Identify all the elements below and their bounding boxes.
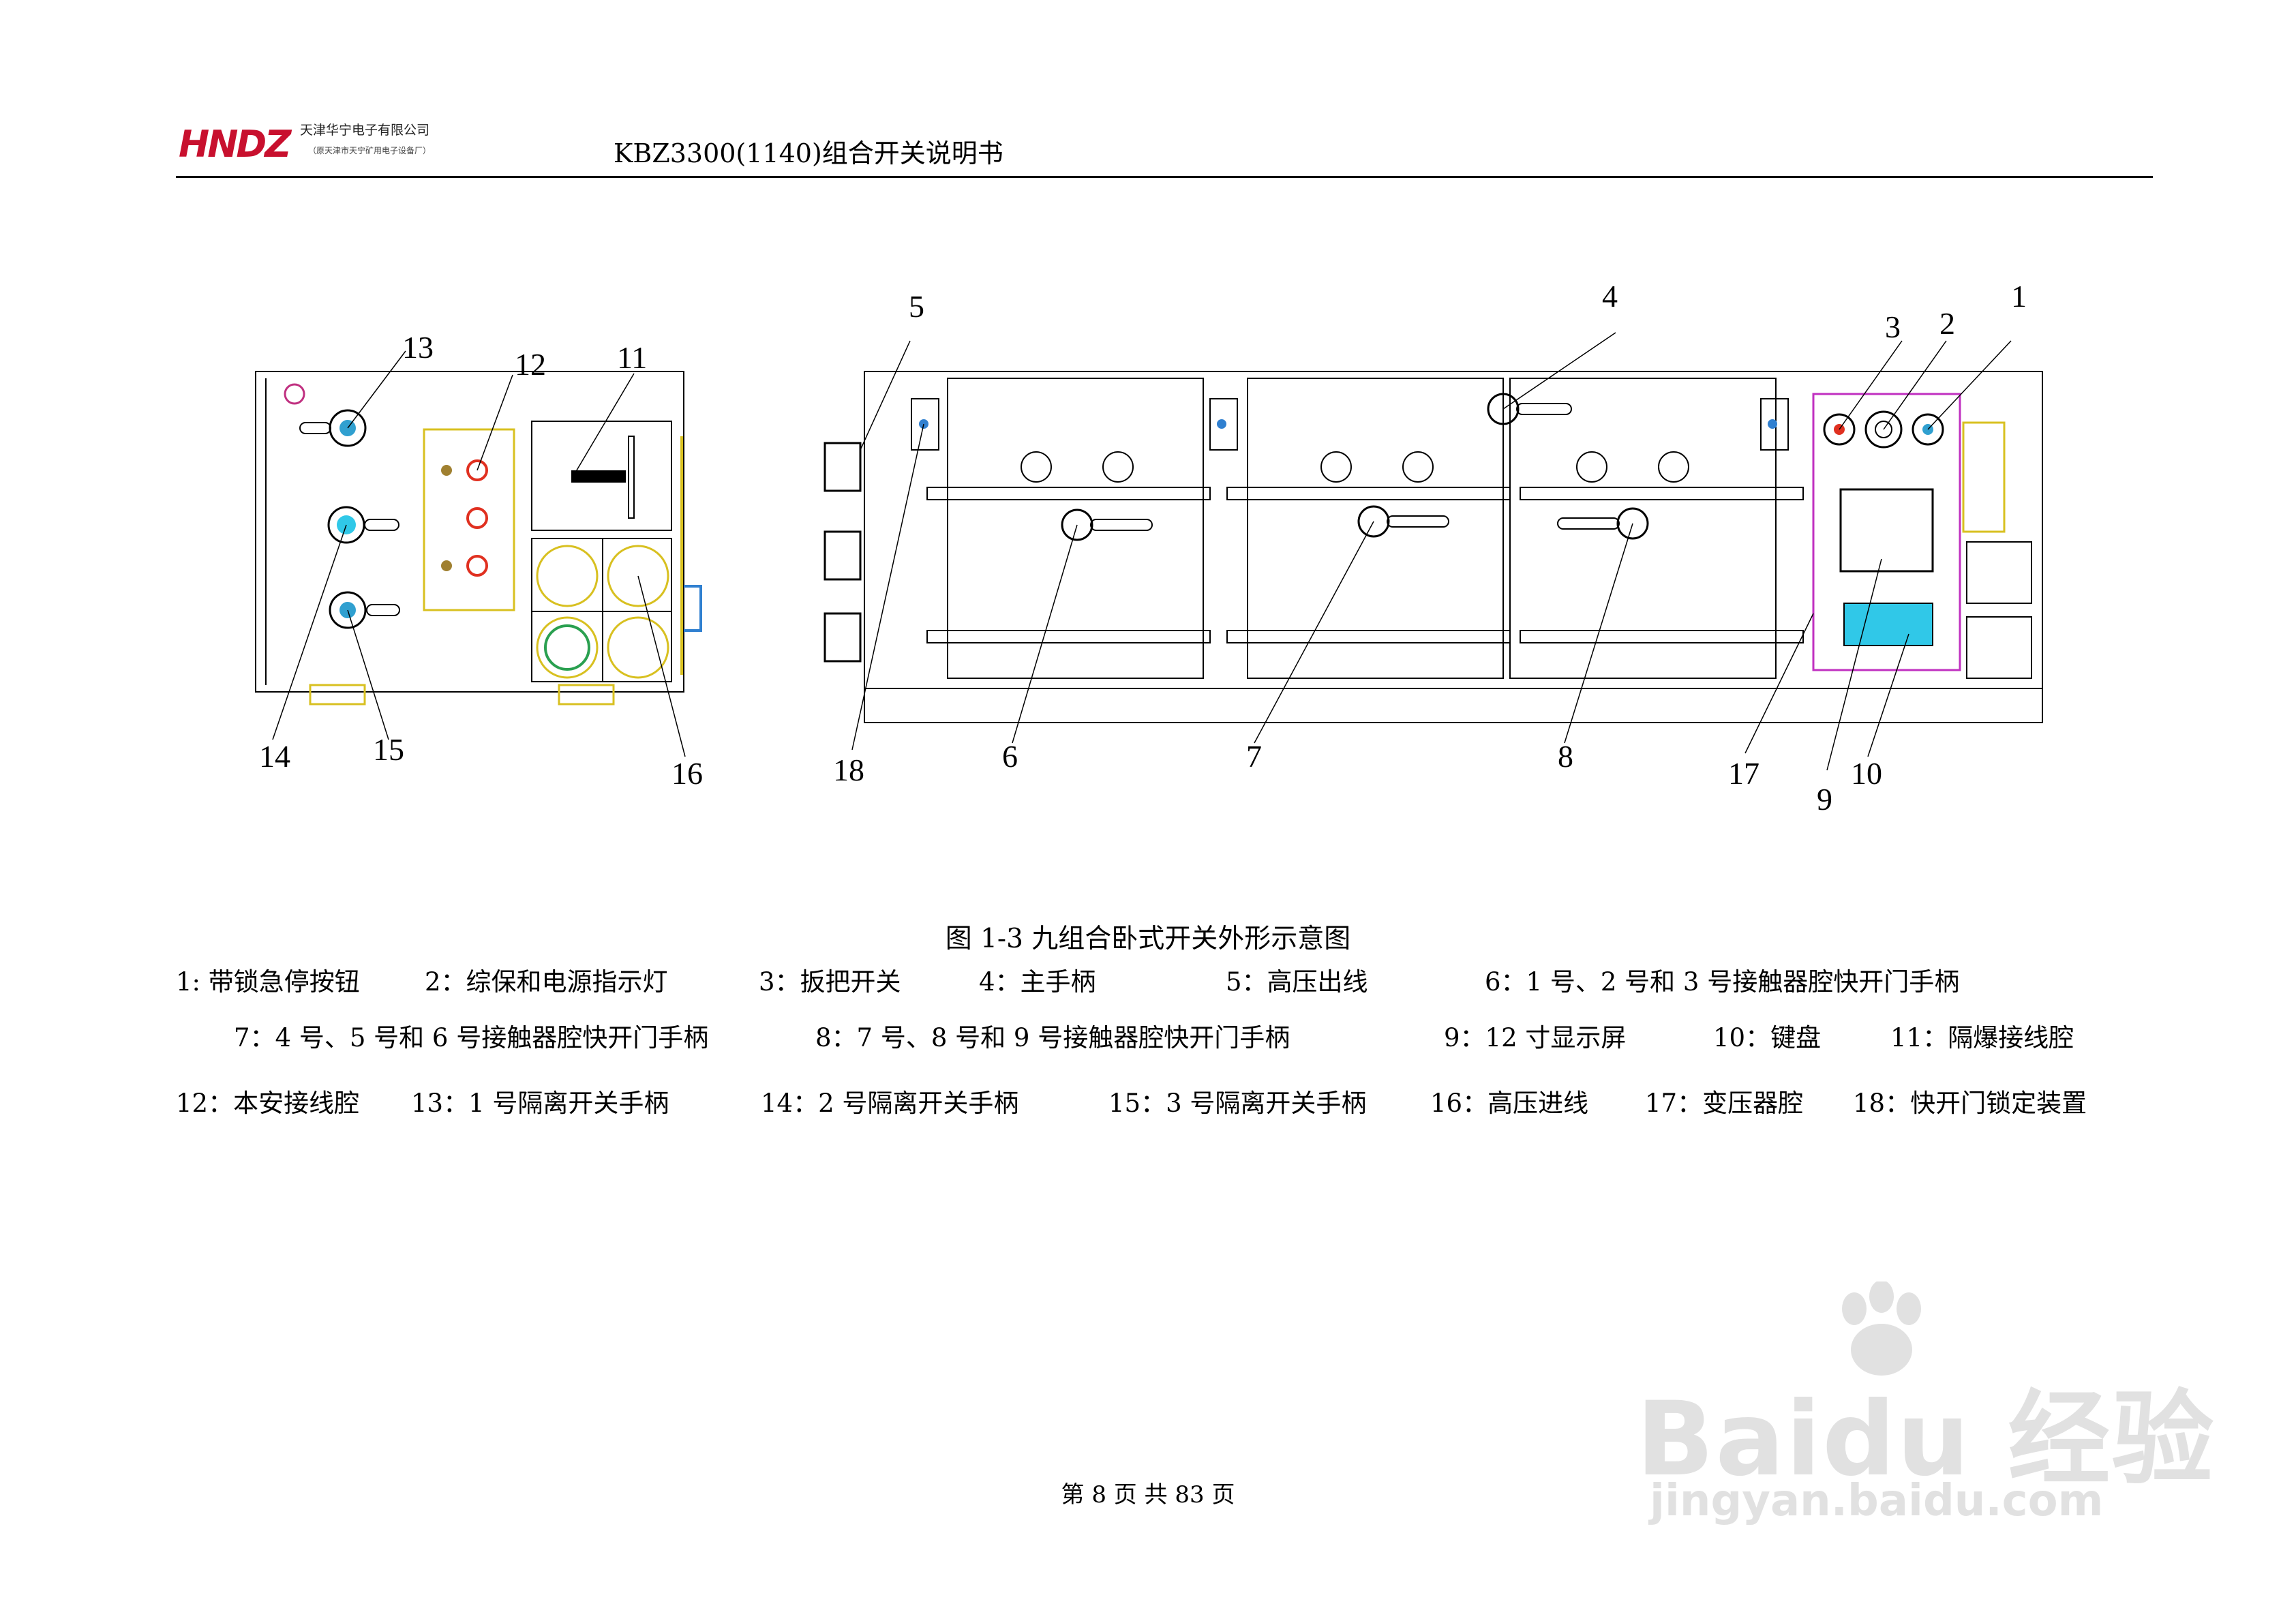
callout-10: 10 [1851, 756, 1882, 791]
control-panel [1812, 393, 1961, 671]
legend-row-1: 1: 带锁急停按钮 2：综保和电源指示灯 3：扳把开关 4：主手柄 5：高压出线… [176, 961, 2153, 997]
display-screen-9 [1839, 488, 1934, 573]
callout-5: 5 [909, 289, 924, 324]
flameproof-cavity [531, 421, 672, 531]
callout-9: 9 [1817, 782, 1832, 817]
logo-mark: HNDZ [179, 123, 291, 166]
callout-11: 11 [617, 340, 647, 375]
document-title: KBZ3300(1140)组合开关说明书 [614, 138, 1003, 168]
fast-door-handle-8 [1557, 507, 1649, 540]
legend-item-9: 9：12 寸显示屏 [1444, 1023, 1627, 1052]
legend-item-15: 15：3 号隔离开关手柄 [1108, 1089, 1367, 1118]
legend-item-3: 3：扳把开关 [759, 967, 901, 997]
legend-item-7: 7：4 号、5 号和 6 号接触器腔快开门手柄 [234, 1023, 709, 1052]
callout-1: 1 [2011, 279, 2027, 314]
intrinsic-safe-cavity [423, 428, 515, 611]
main-handle-4 [1487, 393, 1572, 425]
callout-7: 7 [1246, 739, 1262, 774]
legend-item-5: 5：高压出线 [1226, 967, 1368, 997]
legend-item-14: 14：2 号隔离开关手柄 [761, 1089, 1019, 1118]
legend-item-13: 13：1 号隔离开关手柄 [411, 1089, 669, 1118]
callout-17: 17 [1728, 756, 1759, 791]
callout-3: 3 [1885, 309, 1901, 344]
legend-item-16: 16：高压进线 [1430, 1089, 1589, 1118]
page-footer: 第 8 页 共 83 页 [1061, 1481, 1235, 1508]
keypad-10 [1843, 603, 1933, 646]
legend-item-11: 11：隔爆接线腔 [1890, 1023, 2074, 1052]
legend-row-2: 7：4 号、5 号和 6 号接触器腔快开门手柄 8：7 号、8 号和 9 号接触… [176, 1017, 2153, 1052]
fast-door-handle-6 [1061, 509, 1153, 541]
isolator-handle-13 [299, 409, 367, 447]
legend-item-17: 17：变压器腔 [1645, 1089, 1804, 1118]
left-cabinet [255, 371, 684, 693]
switch-outline-drawing: 1 2 3 4 5 6 7 8 9 10 11 12 13 14 15 16 1… [255, 279, 2043, 817]
legend-item-18: 18：快开门锁定装置 [1853, 1089, 2087, 1118]
figure-caption: 图 1-3 九组合卧式开关外形示意图 [945, 924, 1351, 954]
legend-item-4: 4：主手柄 [979, 967, 1096, 997]
callout-15: 15 [373, 732, 404, 767]
callout-12: 12 [515, 347, 546, 382]
contactor-cavity-group-3 [1509, 378, 1777, 679]
legend-row-3: 12：本安接线腔 13：1 号隔离开关手柄 14：2 号隔离开关手柄 15：3 … [176, 1082, 2153, 1118]
legend-item-12: 12：本安接线腔 [176, 1089, 360, 1118]
callout-18: 18 [833, 753, 864, 787]
baidu-watermark: Baidu 经验 jingyan.baidu.com [1636, 1281, 2214, 1547]
callout-6: 6 [1002, 739, 1018, 774]
legend-item-2: 2：综保和电源指示灯 [425, 967, 668, 997]
legend-item-10: 10：键盘 [1713, 1023, 1822, 1052]
company-name: 天津华宁电子有限公司 [300, 123, 430, 138]
company-subtitle: （原天津市天宁矿用电子设备厂） [308, 146, 432, 155]
hv-inlet-group [536, 545, 669, 679]
callout-16: 16 [671, 756, 703, 791]
hv-outlet-group [824, 442, 862, 663]
legend-item-6: 6：1 号、2 号和 3 号接触器腔快开门手柄 [1485, 967, 1960, 997]
watermark-url: jingyan.baidu.com [1650, 1476, 2104, 1526]
callout-13: 13 [402, 330, 434, 365]
contactor-cavity-group-1 [947, 378, 1204, 679]
indicator-lamp-2 [1864, 410, 1903, 449]
callout-4: 4 [1602, 279, 1618, 314]
fast-door-handle-7 [1357, 505, 1449, 538]
company-logo: HNDZ 天津华宁电子有限公司 （原天津市天宁矿用电子设备厂） [179, 117, 465, 166]
header-rule [176, 176, 2153, 178]
contactor-cavity-group-2 [1247, 378, 1504, 679]
legend-item-8: 8：7 号、8 号和 9 号接触器腔快开门手柄 [815, 1023, 1290, 1052]
callout-2: 2 [1939, 306, 1955, 341]
callout-14: 14 [259, 739, 290, 774]
paw-icon [1842, 1281, 1921, 1376]
legend-item-1: 1: 带锁急停按钮 [176, 967, 360, 997]
watermark-text: Baidu 经验 [1636, 1380, 2216, 1499]
isolator-handle-14 [327, 506, 399, 544]
callout-8: 8 [1558, 739, 1573, 774]
right-cabinet [864, 371, 2043, 723]
isolator-handle-15 [329, 591, 400, 629]
